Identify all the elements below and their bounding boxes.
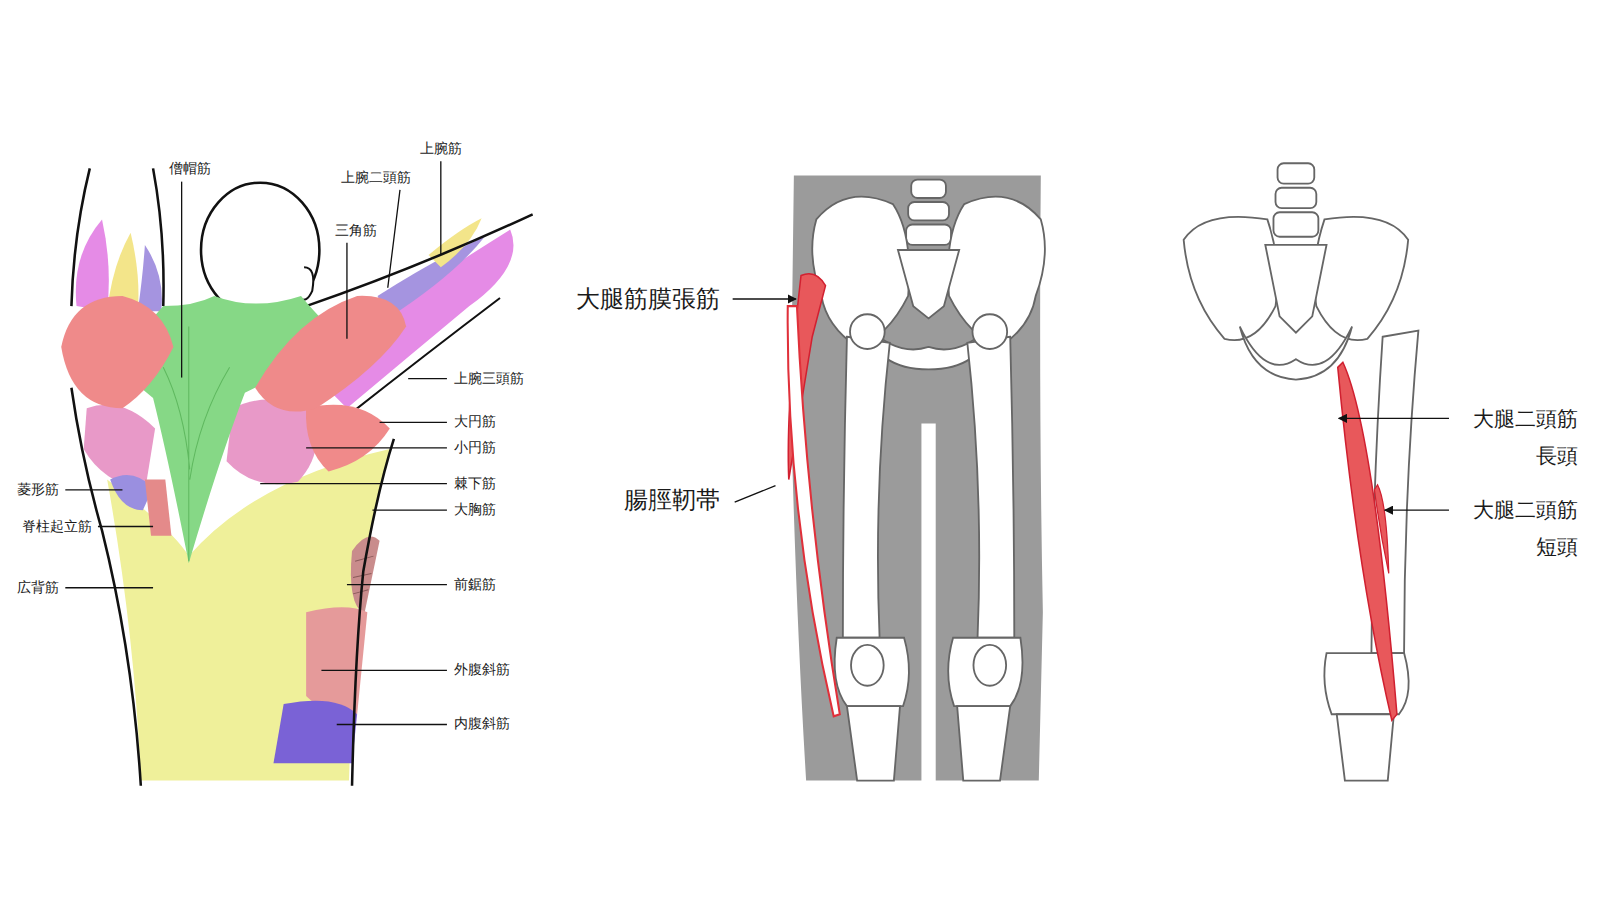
back-thigh-illustration <box>1278 163 1315 183</box>
muscle-label: 外腹斜筋 <box>454 662 510 679</box>
leader-line <box>346 243 347 339</box>
back-muscle-figure <box>138 245 162 311</box>
back-thigh-illustration <box>1374 485 1388 574</box>
muscle-label: 僧帽筋 <box>169 161 211 178</box>
leader-line <box>1339 418 1449 419</box>
front-thigh-illustration <box>850 314 885 349</box>
muscle-label: 棘下筋 <box>454 475 496 492</box>
leader-line <box>380 422 447 423</box>
leader-line <box>65 587 153 588</box>
back-muscle-figure <box>153 168 163 306</box>
back-muscle-figure <box>76 219 109 311</box>
muscle-label: 菱形筋 <box>17 481 59 498</box>
leader-line <box>388 190 400 288</box>
back-muscle-figure <box>227 399 317 484</box>
back-muscle-figure <box>71 388 140 786</box>
muscle-label: 大円筋 <box>454 414 496 431</box>
back-muscle-figure <box>429 218 482 267</box>
front-thigh-illustration <box>851 645 884 686</box>
muscle-label: 上腕筋 <box>420 140 462 157</box>
leader-line <box>98 526 153 527</box>
front-thigh-illustration <box>957 706 1010 780</box>
back-muscle-figure <box>351 536 380 614</box>
back-muscle-figure <box>145 480 172 536</box>
leader-line <box>65 489 122 490</box>
muscle-label: 腸脛靭帯 <box>624 485 720 514</box>
back-muscle-figure <box>306 405 390 472</box>
back-thigh-illustration <box>1276 188 1317 208</box>
back-thigh-illustration <box>1273 212 1318 236</box>
back-muscle-figure <box>107 449 390 781</box>
leader-line <box>735 486 776 502</box>
front-thigh-illustration <box>948 638 1022 706</box>
muscle-label: 上腕三頭筋 <box>454 370 524 387</box>
muscle-label: 大腿二頭筋 短頭 <box>1449 491 1578 566</box>
muscle-label: 内腹斜筋 <box>454 716 510 733</box>
back-muscle-figure <box>163 327 229 562</box>
front-thigh-illustration <box>973 645 1006 686</box>
front-thigh-illustration <box>788 176 1045 781</box>
leader-line <box>1385 510 1449 511</box>
back-muscle-figure <box>306 214 533 306</box>
leader-line <box>408 378 447 379</box>
back-thigh-illustration <box>1338 362 1397 720</box>
leader-line <box>347 584 447 585</box>
front-thigh-illustration <box>908 202 949 220</box>
front-thigh-illustration <box>843 337 890 638</box>
muscle-label: 三角筋 <box>335 222 377 239</box>
back-thigh-illustration <box>1314 217 1408 340</box>
front-thigh-illustration <box>788 306 840 716</box>
back-muscle-figure <box>273 701 357 764</box>
front-thigh-illustration <box>812 180 1045 781</box>
leader-line <box>372 510 446 511</box>
front-thigh-illustration <box>835 638 909 706</box>
back-thigh-illustration <box>1184 163 1419 780</box>
back-muscle-figure <box>71 168 89 306</box>
front-thigh-illustration <box>906 224 951 244</box>
back-thigh-illustration <box>1337 714 1394 780</box>
back-muscle-figure <box>352 439 394 786</box>
leader-line <box>321 670 447 671</box>
leader-line <box>440 161 441 255</box>
back-thigh-illustration <box>1184 217 1278 340</box>
leader-line <box>65 161 1449 724</box>
leader-line <box>260 483 447 484</box>
leader-line <box>306 447 447 448</box>
muscle-label: 前鋸筋 <box>454 576 496 593</box>
muscle-label: 小円筋 <box>454 439 496 456</box>
muscle-label: 脊柱起立筋 <box>22 518 92 535</box>
back-muscle-figure <box>61 296 173 408</box>
front-thigh-illustration <box>967 337 1014 638</box>
muscle-label: 大胸筋 <box>454 502 496 519</box>
back-thigh-illustration <box>1240 327 1352 380</box>
muscle-label: 上腕二頭筋 <box>341 169 411 186</box>
leader-line <box>337 724 447 725</box>
muscle-label: 大腿筋膜張筋 <box>576 284 720 313</box>
back-muscle-figure <box>300 267 313 300</box>
back-thigh-illustration <box>1184 163 1419 780</box>
muscle-label: 大腿二頭筋 長頭 <box>1449 400 1578 475</box>
front-thigh-illustration <box>898 250 959 318</box>
leader-line <box>181 182 182 378</box>
front-thigh-illustration <box>911 180 946 198</box>
muscle-label: 広背筋 <box>17 579 59 596</box>
front-thigh-illustration <box>972 314 1007 349</box>
back-muscle-figure <box>61 168 532 785</box>
leader-line <box>733 298 796 299</box>
back-thigh-illustration <box>1265 245 1326 333</box>
back-muscle-figure <box>255 296 406 412</box>
front-thigh-illustration <box>847 706 900 780</box>
